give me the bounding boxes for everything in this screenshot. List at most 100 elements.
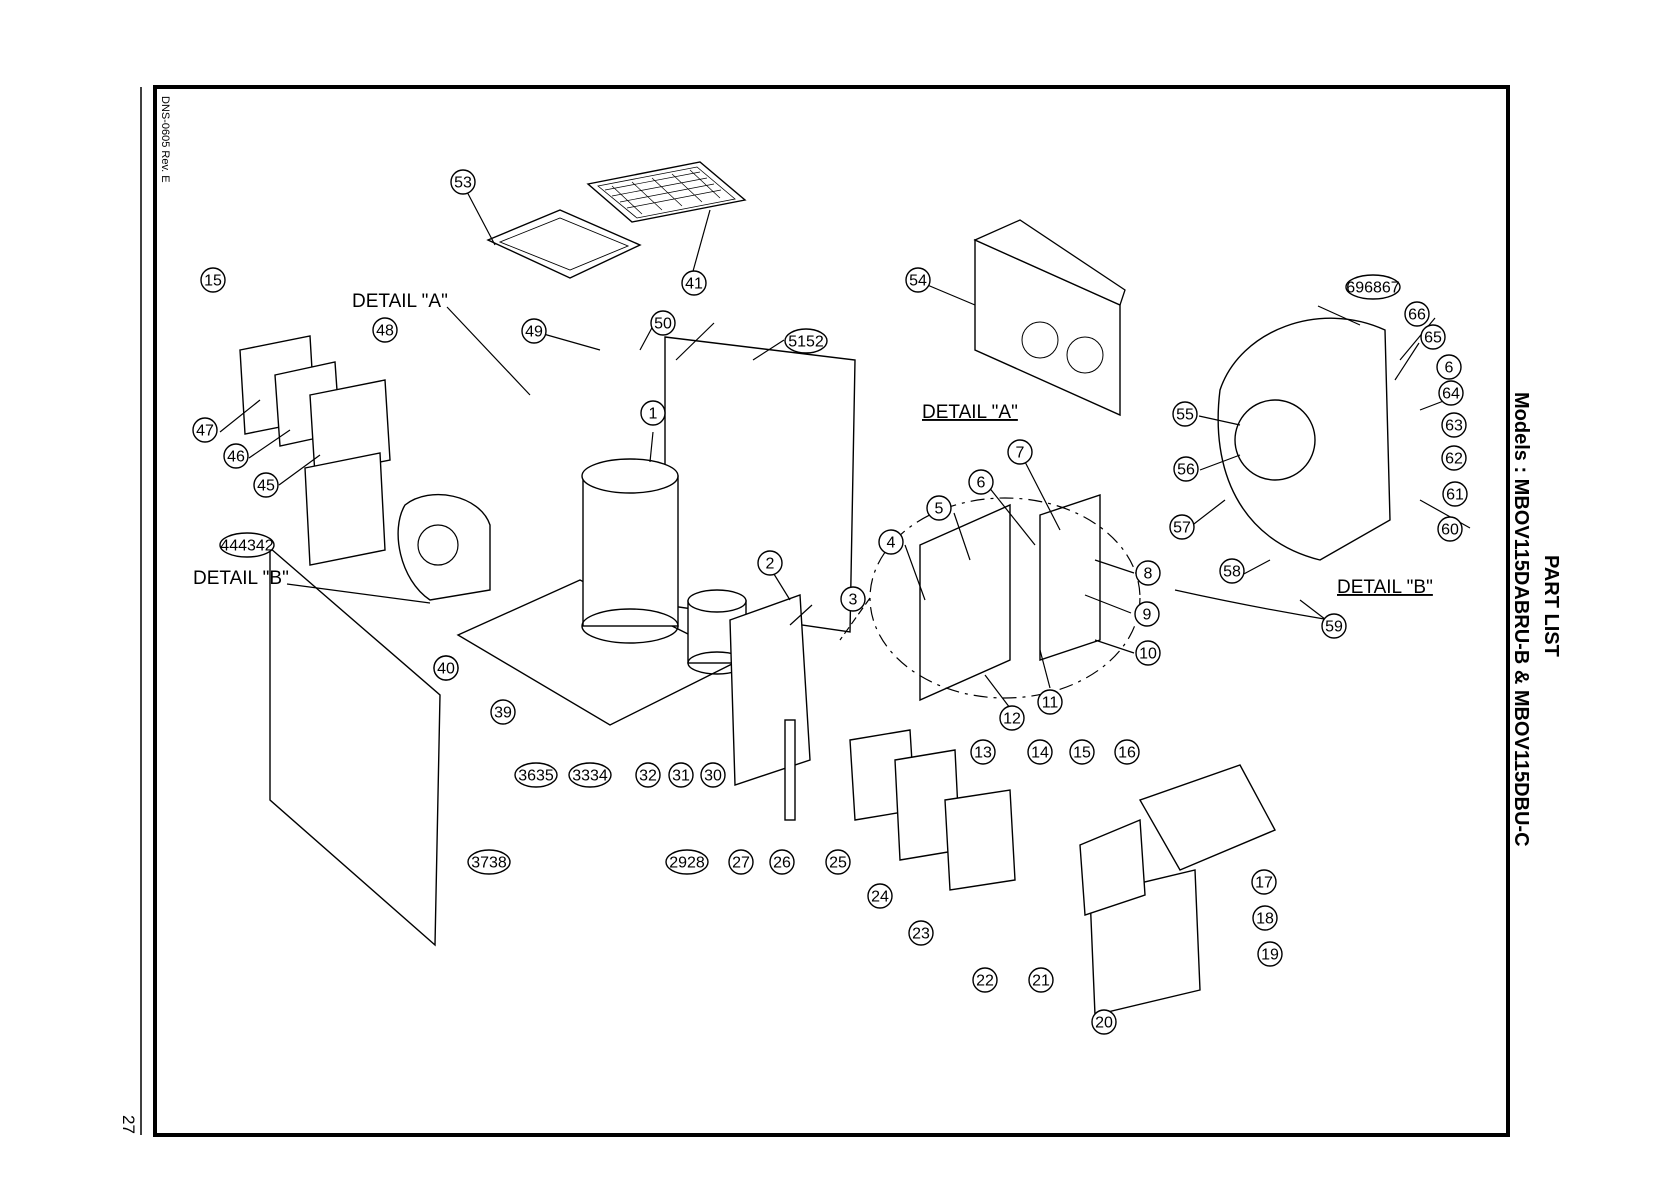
callout-46: 46 — [223, 443, 249, 469]
callout-bubble — [1114, 739, 1140, 765]
callout-bubble — [1321, 613, 1347, 639]
callout-444342: 444342 — [219, 532, 275, 558]
callout-bubble — [640, 400, 666, 426]
callout-bubble — [1028, 967, 1054, 993]
callout-bubble — [568, 762, 612, 788]
callout-bubble — [728, 849, 754, 875]
callout-4: 4 — [878, 529, 904, 555]
callout-62: 62 — [1441, 445, 1467, 471]
callout-number: 3334 — [572, 768, 608, 785]
callout-number: 61 — [1446, 487, 1464, 504]
detail-a-enclosure — [973, 219, 1126, 417]
callout-25: 25 — [825, 849, 851, 875]
callout-bubble — [650, 310, 676, 336]
callout-bubble — [769, 849, 795, 875]
callout-number: 1 — [649, 406, 658, 423]
callout-number: 11 — [1042, 695, 1059, 712]
callout-bubble — [1173, 456, 1199, 482]
callout-10: 10 — [1135, 640, 1161, 666]
callout-60: 60 — [1437, 516, 1463, 542]
callout-number: 15 — [204, 273, 222, 290]
callout-number: 48 — [376, 323, 394, 340]
callout-bubble — [1007, 439, 1033, 465]
callout-bubble — [253, 472, 279, 498]
control-panel — [919, 503, 1011, 702]
callout-number: 46 — [227, 449, 245, 466]
callout-696867: 696867 — [1345, 274, 1401, 300]
models-title: Models : MBOV115DABRU-B & MBOV115DBU-C — [1510, 392, 1532, 847]
callout-bubble — [223, 443, 249, 469]
callout-9: 9 — [1134, 601, 1160, 627]
callout-number: 56 — [1177, 462, 1195, 479]
callout-bubble — [668, 762, 694, 788]
callout-56: 56 — [1173, 456, 1199, 482]
callout-bubble — [192, 417, 218, 443]
callout-number: 17 — [1255, 875, 1273, 892]
callout-3635: 3635 — [514, 762, 558, 788]
callout-21: 21 — [1028, 967, 1054, 993]
callout-45: 45 — [253, 472, 279, 498]
callout-bubble — [1345, 274, 1401, 300]
callout-number: 26 — [773, 855, 791, 872]
callout-number: 10 — [1139, 646, 1157, 663]
callout-57: 57 — [1169, 514, 1195, 540]
callout-bubble — [372, 317, 398, 343]
panel-16 — [1079, 818, 1146, 916]
callout-bubble — [825, 849, 851, 875]
plate-23 — [944, 789, 1016, 891]
callout-number: 47 — [196, 423, 214, 440]
callout-number: 64 — [1442, 386, 1460, 403]
callout-bubble — [490, 699, 516, 725]
callout-number: 5152 — [788, 334, 824, 351]
callout-63: 63 — [1441, 412, 1467, 438]
callout-number: 50 — [654, 316, 672, 333]
callout-32: 32 — [635, 762, 661, 788]
callout-65: 65 — [1420, 324, 1446, 350]
main-tank — [581, 458, 679, 644]
callout-bubble — [1441, 412, 1467, 438]
callout-47: 47 — [192, 417, 218, 443]
callout-bubble — [840, 586, 866, 612]
callout-number: 9 — [1143, 607, 1152, 624]
side-panel-left — [269, 546, 441, 947]
callout-3738: 3738 — [467, 849, 511, 875]
callout-number: 3738 — [471, 855, 507, 872]
callout-2: 2 — [757, 550, 783, 576]
callout-number: 14 — [1031, 745, 1049, 762]
callout-number: 30 — [704, 768, 722, 785]
callout-number: 23 — [912, 926, 930, 943]
callout-bubble — [665, 849, 709, 875]
callout-number: 32 — [639, 768, 657, 785]
callout-number: 31 — [672, 768, 690, 785]
callout-bubble — [514, 762, 558, 788]
callout-number: 2928 — [669, 855, 705, 872]
callout-number: 444342 — [220, 538, 273, 555]
callout-number: 8 — [1144, 566, 1153, 583]
callout-number: 12 — [1003, 711, 1021, 728]
callout-bubble — [999, 705, 1025, 731]
callout-number: 62 — [1445, 451, 1463, 468]
callout-bubble — [700, 762, 726, 788]
detail-a-pointer: DETAIL "A" — [352, 291, 448, 312]
callout-31: 31 — [668, 762, 694, 788]
callout-59: 59 — [1321, 613, 1347, 639]
callout-3: 3 — [840, 586, 866, 612]
callout-bubble — [1436, 354, 1462, 380]
callout-30: 30 — [700, 762, 726, 788]
callout-bubble — [757, 550, 783, 576]
callout-55: 55 — [1172, 401, 1198, 427]
callout-1: 1 — [640, 400, 666, 426]
callout-bubble — [1404, 301, 1430, 327]
callout-bubble — [1219, 558, 1245, 584]
callout-number: 21 — [1032, 973, 1050, 990]
callout-bubble — [1134, 601, 1160, 627]
callout-bubble — [1257, 941, 1283, 967]
callout-bubble — [1251, 869, 1277, 895]
callout-number: 40 — [437, 661, 455, 678]
callout-bubble — [970, 739, 996, 765]
callout-bubble — [1420, 324, 1446, 350]
callout-bubble — [905, 267, 931, 293]
callout-bubble — [1169, 514, 1195, 540]
callout-8: 8 — [1135, 560, 1161, 586]
callout-number: 27 — [732, 855, 750, 872]
